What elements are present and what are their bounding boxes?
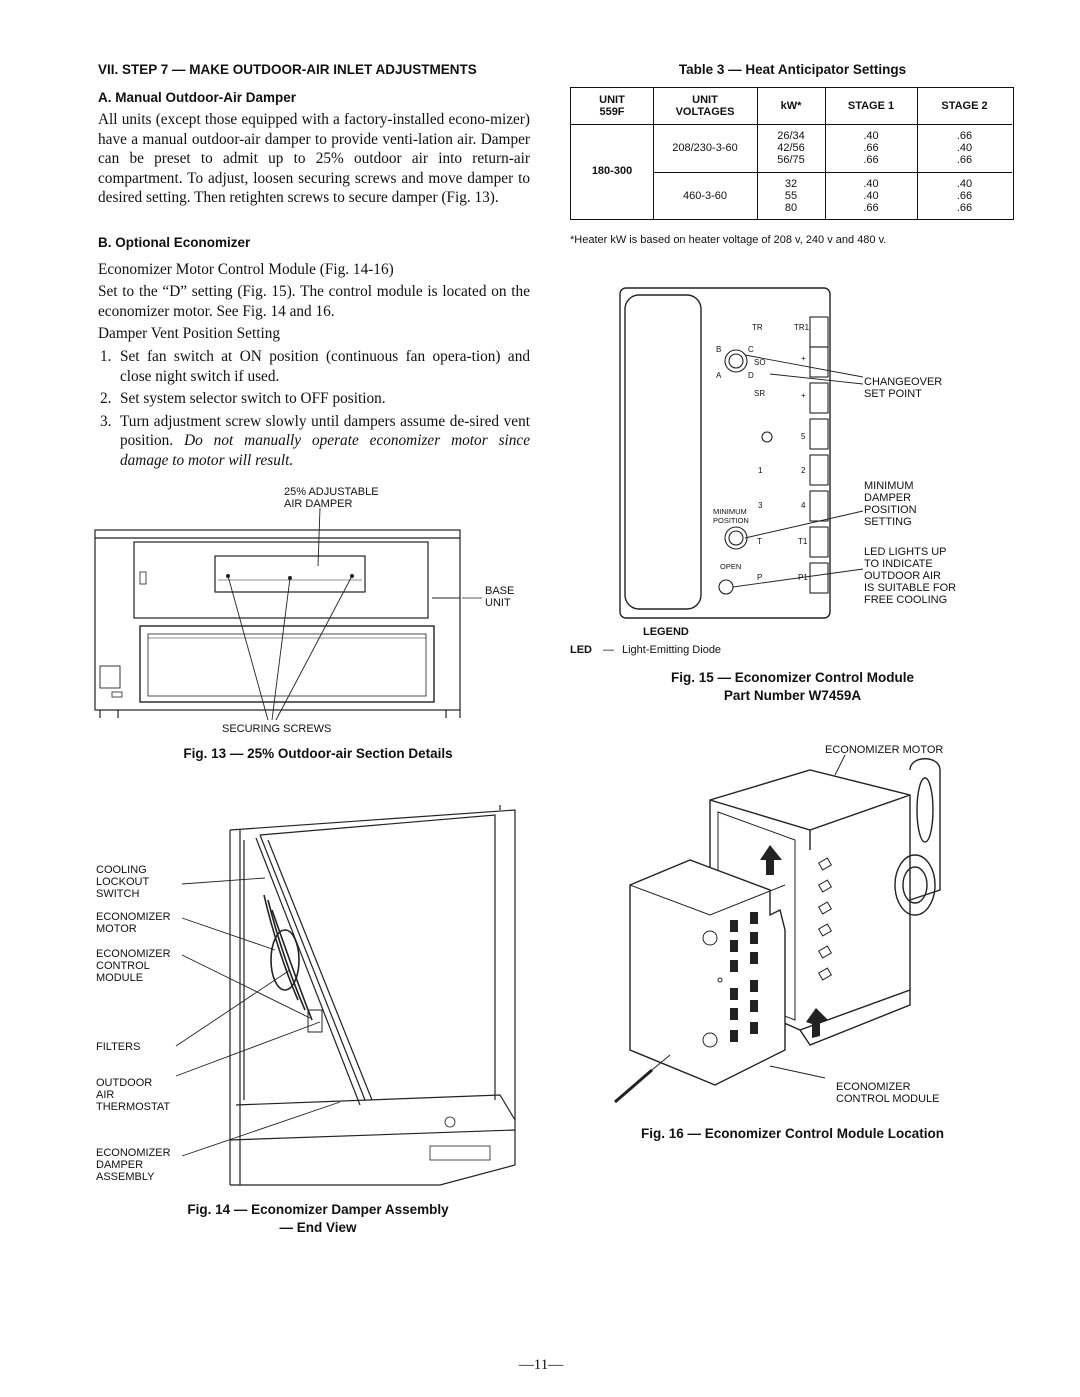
paragraph-manual-damper: All units (except those equipped with a … xyxy=(98,111,530,206)
header-kw: kW* xyxy=(780,100,802,112)
section-heading: VII. STEP 7 — MAKE OUTDOOR-AIR INLET ADJ… xyxy=(98,62,477,77)
fig14-label-filters: FILTERS xyxy=(96,1041,141,1053)
fig13-label-base-unit: BASE UNIT xyxy=(485,585,515,609)
step-item: 3. Turn adjustment screw slowly until da… xyxy=(100,412,530,471)
step-text: Set system selector switch to OFF positi… xyxy=(120,390,386,407)
cell-unit: 180-300 xyxy=(591,165,633,177)
step-item: 1. Set fan switch at ON position (contin… xyxy=(100,347,530,386)
cell-kw-1: 26/34 42/56 56/75 xyxy=(777,130,805,166)
cell-stage1-2: .40 .40 .66 xyxy=(863,178,879,214)
heat-anticipator-table: UNIT 559F UNIT VOLTAGES kW* STAGE 1 STAG… xyxy=(570,87,1014,220)
dial-letter-a: A xyxy=(716,371,722,380)
callout-led: LED LIGHTS UP TO INDICATE OUTDOOR AIR IS… xyxy=(864,546,957,606)
header-stage1: STAGE 1 xyxy=(847,100,895,112)
callout-changeover: CHANGEOVER SET POINT xyxy=(864,376,943,400)
terminal-t1: T1 xyxy=(798,537,808,546)
terminal-1: 1 xyxy=(758,466,763,475)
terminal-p: P xyxy=(757,573,763,582)
legend-value: Light-Emitting Diode xyxy=(622,644,722,656)
step-number: 3. xyxy=(100,412,112,430)
motor-control-module-line: Economizer Motor Control Module (Fig. 14… xyxy=(98,261,394,278)
callout-minimum-damper: MINIMUM DAMPER POSITION SETTING xyxy=(864,480,917,528)
subheading-optional-economizer: B. Optional Economizer xyxy=(98,235,251,250)
fig15-module-drawing xyxy=(619,287,864,619)
header-unit: UNIT 559F xyxy=(599,94,625,118)
dial-letter-c: C xyxy=(748,345,754,354)
header-stage2: STAGE 2 xyxy=(941,100,988,112)
steps-list: 1. Set fan switch at ON position (contin… xyxy=(100,347,530,470)
fig13-label-securing-screws: SECURING SCREWS xyxy=(222,723,332,735)
step-warning: Do not manually operate economizer motor… xyxy=(120,432,531,469)
terminal-t: T xyxy=(757,537,762,546)
cell-voltage-1: 208/230-3-60 xyxy=(672,142,738,154)
step-text: Set fan switch at ON position (continuou… xyxy=(120,348,530,385)
open-label: OPEN xyxy=(720,562,742,571)
so-label: SO xyxy=(754,358,766,367)
damper-vent-heading: Damper Vent Position Setting xyxy=(98,325,281,342)
dial-letter-b: B xyxy=(716,345,722,354)
step-text: Turn adjustment screw slowly until dampe… xyxy=(120,412,530,450)
fig15-caption-line2: Part Number W7459A xyxy=(723,688,862,703)
terminal-plus-1: + xyxy=(801,354,806,363)
cell-stage2-2: .40 .66 .66 xyxy=(956,178,973,214)
fig16-caption: Fig. 16 — Economizer Control Module Loca… xyxy=(640,1126,944,1141)
sr-label: SR xyxy=(754,389,766,398)
table-footnote: *Heater kW is based on heater voltage of… xyxy=(570,234,887,246)
fig14-label-economizer-motor: ECONOMIZER MOTOR xyxy=(96,911,171,935)
step-number: 1. xyxy=(100,348,112,365)
terminal-tr1: TR1 xyxy=(794,323,810,332)
legend-key: LED xyxy=(570,644,592,656)
cell-stage1-1: .40 .66 .66 xyxy=(863,130,879,166)
fig14-label-outdoor-air-thermostat: OUTDOOR AIR THERMOSTAT xyxy=(96,1077,171,1113)
fig14-caption-line2: — End View xyxy=(279,1220,357,1235)
cell-voltage-2: 460-3-60 xyxy=(682,190,728,202)
step-item: 2. Set system selector switch to OFF pos… xyxy=(100,389,530,409)
terminal-p1: P1 xyxy=(798,573,808,582)
fig16-drawing xyxy=(614,754,941,1104)
set-d-paragraph: Set to the “D” setting (Fig. 15). The co… xyxy=(98,283,530,320)
terminal-3: 3 xyxy=(758,501,763,510)
terminal-4: 4 xyxy=(801,501,806,510)
table-title: Table 3 — Heat Anticipator Settings xyxy=(678,62,907,77)
subheading-manual-damper: A. Manual Outdoor-Air Damper xyxy=(98,90,297,105)
cell-stage2-1: .66 .40 .66 xyxy=(956,130,973,166)
fig16-label-motor: ECONOMIZER MOTOR xyxy=(825,744,944,756)
page-number: —11— xyxy=(518,1357,564,1373)
terminal-2: 2 xyxy=(801,466,806,475)
fig14-drawing xyxy=(175,805,516,1186)
terminal-tr: TR xyxy=(752,323,763,332)
legend-dash: — xyxy=(603,644,614,656)
fig14-label-damper-assembly: ECONOMIZER DAMPER ASSEMBLY xyxy=(96,1147,171,1183)
fig13-caption: Fig. 13 — 25% Outdoor-air Section Detail… xyxy=(183,746,453,761)
minimum-position-label: MINIMUM POSITION xyxy=(713,507,749,525)
cell-kw-2: 32 55 80 xyxy=(784,178,798,214)
terminal-plus-2: + xyxy=(801,391,806,400)
fig14-label-control-module: ECONOMIZER CONTROL MODULE xyxy=(96,948,171,984)
dial-letter-d: D xyxy=(748,371,754,380)
fig14-caption-line1: Fig. 14 — Economizer Damper Assembly xyxy=(187,1202,449,1217)
fig13-drawing xyxy=(94,507,482,721)
step-number: 2. xyxy=(100,390,112,407)
legend-title: LEGEND xyxy=(643,626,689,638)
fig13-label-damper: 25% ADJUSTABLE AIR DAMPER xyxy=(284,486,379,510)
header-voltages: UNIT VOLTAGES xyxy=(675,94,735,118)
terminal-5: 5 xyxy=(801,432,806,441)
fig14-label-cooling-lockout: COOLING LOCKOUT SWITCH xyxy=(96,864,150,900)
fig16-label-module: ECONOMIZER CONTROL MODULE xyxy=(836,1081,940,1105)
fig15-caption-line1: Fig. 15 — Economizer Control Module xyxy=(670,670,914,685)
